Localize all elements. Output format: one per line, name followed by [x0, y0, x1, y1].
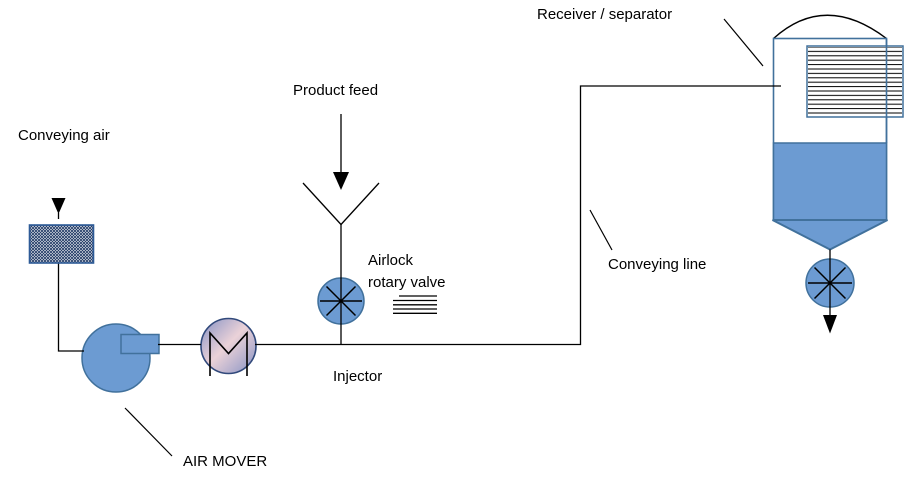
receiver-filter-lines: [808, 47, 902, 116]
air-mover-outlet: [120, 333, 160, 355]
airlock-valve-spoke: [325, 285, 357, 317]
feeder-line-stack: [393, 295, 437, 314]
conveying-air-label: Conveying air: [18, 127, 110, 144]
receiver-separator-label: Receiver / separator: [537, 6, 673, 23]
discharge-arrow-icon: [823, 315, 837, 334]
conveying-line-label: Conveying line: [608, 256, 707, 273]
feed-funnel-right: [340, 182, 380, 225]
receiver-product-level: [772, 142, 888, 221]
airlock-rotary-valve-label: Airlock rotary valve: [368, 252, 446, 291]
suction-pipe: [57, 263, 84, 352]
heat-exchanger: [200, 317, 257, 375]
discharge-valve-spoke: [813, 266, 847, 300]
heat-exchanger-m-symbol: [209, 330, 248, 376]
injector-label: Injector: [333, 368, 383, 385]
receiver-discharge-cone: [772, 219, 888, 251]
conveying-pipe: [255, 85, 781, 346]
air-mover-leader-line: [124, 407, 173, 457]
product-feed-label: Product feed: [293, 82, 379, 99]
conveying-line-leader-line: [589, 209, 613, 251]
conveying-air-arrow-icon: [51, 198, 66, 214]
product-feed-arrow-icon: [333, 172, 349, 190]
feed-funnel-left: [302, 182, 342, 225]
air-intake-filter: [28, 224, 95, 264]
air-mover-label: AIR MOVER: [183, 453, 268, 470]
receiver-dome-arc: [773, 14, 887, 40]
receiver-leader-line: [723, 18, 764, 67]
